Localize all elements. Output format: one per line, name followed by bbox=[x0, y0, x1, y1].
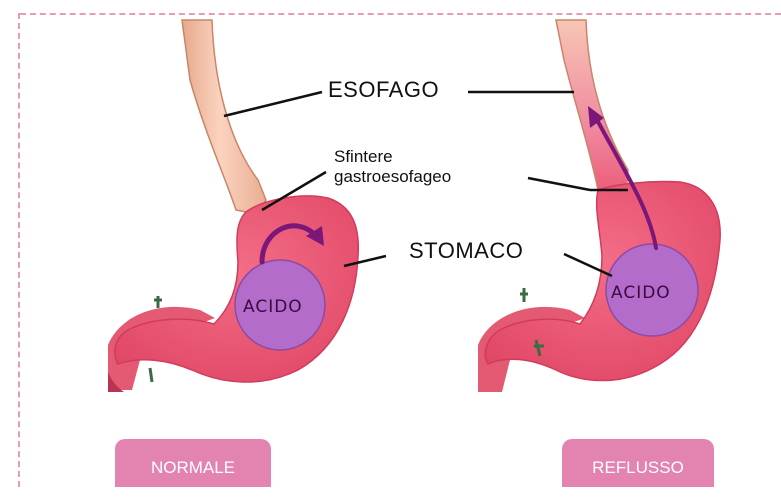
acid-label-left: ACIDO bbox=[243, 297, 303, 317]
stomach-label: STOMACO bbox=[409, 238, 523, 264]
sphincter-right-leader bbox=[528, 178, 590, 190]
tab-normale[interactable]: NORMALE bbox=[115, 439, 271, 487]
sphincter-label-line2: gastroesofageo bbox=[334, 167, 451, 186]
esophagus-label: ESOFAGO bbox=[328, 77, 439, 103]
normal-anatomy bbox=[108, 20, 358, 392]
acid-label-right: ACIDO bbox=[611, 283, 671, 303]
reflux-diagram bbox=[0, 0, 781, 487]
esophagus-left-leader bbox=[224, 92, 322, 116]
reflux-anatomy bbox=[478, 20, 720, 392]
tab-reflusso[interactable]: REFLUSSO bbox=[562, 439, 714, 487]
left-vessel-mark-2 bbox=[150, 368, 152, 382]
right-vessel-mark bbox=[520, 288, 528, 302]
right-esophagus bbox=[556, 20, 628, 196]
left-vessel-mark bbox=[154, 296, 162, 308]
sphincter-label-line1: Sfintere bbox=[334, 147, 393, 166]
